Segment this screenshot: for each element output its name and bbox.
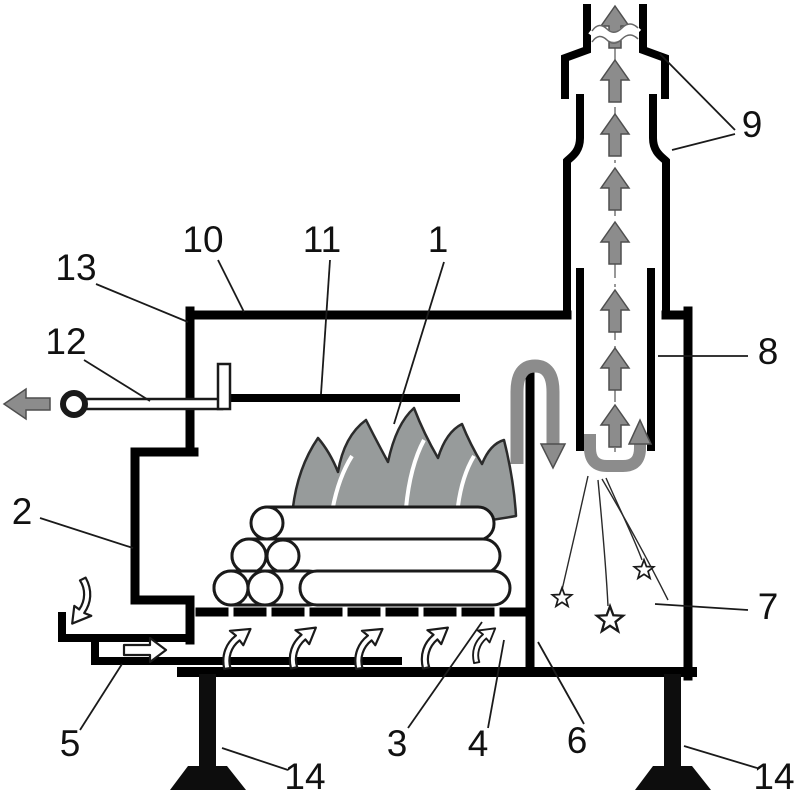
log-end xyxy=(249,505,285,541)
label-2: 2 xyxy=(12,491,33,532)
stove-legs xyxy=(170,674,711,790)
damper-ring-handle xyxy=(60,390,88,418)
chimney-middle-section-left-wall xyxy=(563,94,584,319)
part-labels: 13 12 10 11 1 9 8 2 7 5 3 4 6 14 14 xyxy=(12,104,795,797)
spark-trace-line xyxy=(597,479,609,607)
spark-star xyxy=(633,558,655,580)
label-14-left: 14 xyxy=(284,756,325,797)
damper-rod xyxy=(84,397,224,411)
firewood-logs xyxy=(212,505,512,607)
chimney-middle-section-right-wall xyxy=(649,94,670,319)
leader-lines xyxy=(39,53,758,771)
label-6: 6 xyxy=(567,720,588,761)
leader-1 xyxy=(393,261,445,425)
label-7: 7 xyxy=(758,586,779,627)
spark-star xyxy=(551,586,573,608)
label-14-right: 14 xyxy=(753,756,794,797)
smoke-up-arrow xyxy=(600,221,630,265)
flame-highlight xyxy=(404,439,426,509)
smoke-up-arrow xyxy=(600,167,630,211)
label-5: 5 xyxy=(60,723,81,764)
damper-assembly xyxy=(60,362,232,418)
flame xyxy=(290,406,518,528)
leader-13 xyxy=(95,283,189,323)
leader-12 xyxy=(83,359,151,402)
log xyxy=(250,505,496,542)
label-13: 13 xyxy=(55,247,96,288)
chimney-top-section-right-wall xyxy=(639,4,669,99)
spark-star xyxy=(595,605,625,633)
damper-rod-hook xyxy=(216,362,232,411)
smoke-up-arrow xyxy=(600,347,630,391)
flame-highlight xyxy=(456,454,476,507)
spark-traces xyxy=(551,475,669,633)
smoke-up-arrow xyxy=(600,113,630,157)
label-10: 10 xyxy=(182,219,223,260)
left-leg-stem xyxy=(199,674,216,768)
leader-9b xyxy=(671,133,736,151)
log-end xyxy=(230,537,268,575)
label-4: 4 xyxy=(468,723,489,764)
smoke-up-arrow xyxy=(600,289,630,333)
leader-9a xyxy=(659,53,736,131)
label-8: 8 xyxy=(758,331,779,372)
leader-6 xyxy=(537,641,585,725)
pipe-bottom-u-arrow xyxy=(584,434,646,472)
pipe-bottom-u-arrow-head xyxy=(627,418,653,445)
leader-2 xyxy=(39,517,134,549)
spark-trace-line xyxy=(601,478,669,601)
air-flow-arrows xyxy=(53,575,507,672)
smoke-flow-arrows xyxy=(2,5,653,472)
left-leg-foot xyxy=(170,766,246,790)
right-leg-stem xyxy=(664,674,681,768)
over-divider-u-arrow-head xyxy=(539,443,567,470)
leader-3 xyxy=(407,621,483,729)
over-divider-u-arrow xyxy=(510,359,560,464)
log-end xyxy=(212,569,250,607)
air-right-arrow xyxy=(122,636,168,664)
log-end xyxy=(265,538,301,574)
label-12: 12 xyxy=(45,321,86,362)
log xyxy=(298,569,512,607)
spark-trace-line xyxy=(561,475,589,591)
smoke-up-arrow xyxy=(600,404,630,448)
label-3: 3 xyxy=(387,723,408,764)
break-gap xyxy=(588,24,642,42)
stove-body xyxy=(58,268,697,681)
air-intake-top xyxy=(58,612,194,642)
leader-5 xyxy=(79,663,123,731)
label-11: 11 xyxy=(303,219,341,260)
leader-14-left xyxy=(221,747,289,771)
break-line-bottom xyxy=(591,34,639,44)
chimney-top-section-left-wall xyxy=(561,4,591,99)
leader-4 xyxy=(487,639,505,729)
chimney-continuation-break xyxy=(588,23,642,44)
right-leg-foot xyxy=(635,766,711,790)
smoke-up-arrow xyxy=(600,59,630,103)
leader-11 xyxy=(320,259,331,395)
leader-7 xyxy=(654,603,749,611)
chimney xyxy=(561,4,670,319)
leader-14-right xyxy=(683,745,758,769)
label-9: 9 xyxy=(742,104,763,145)
label-1: 1 xyxy=(428,219,449,260)
leader-10 xyxy=(217,259,245,313)
log-end xyxy=(246,569,284,607)
exhaust-left-arrow xyxy=(2,387,51,421)
break-line-top xyxy=(591,23,639,33)
spark-trace-line xyxy=(605,477,643,561)
